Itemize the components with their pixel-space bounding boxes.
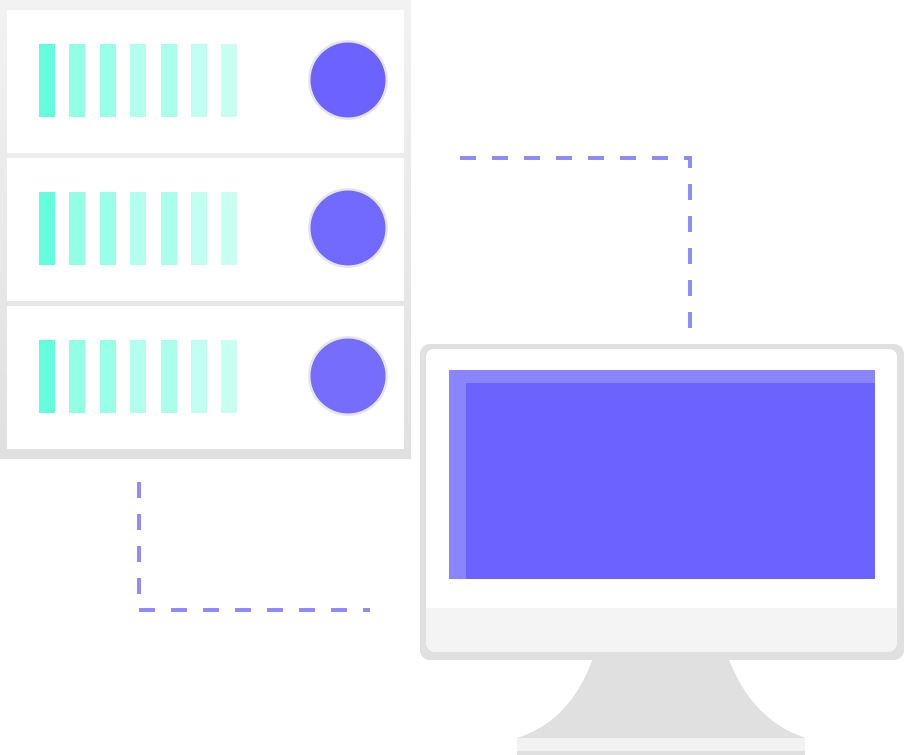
server-status-bar bbox=[221, 192, 237, 265]
server-rack-icon bbox=[0, 0, 411, 459]
server-indicator-light bbox=[310, 42, 386, 118]
server-status-bar bbox=[130, 44, 146, 117]
monitor-stand-neck bbox=[517, 652, 806, 738]
server-status-bar bbox=[39, 340, 55, 413]
server-status-bar bbox=[161, 340, 177, 413]
server-status-bar bbox=[69, 192, 85, 265]
desktop-monitor-icon bbox=[420, 344, 904, 755]
server-status-bar bbox=[39, 192, 55, 265]
server-status-bar bbox=[130, 340, 146, 413]
connector-dashed-line-bottom bbox=[137, 482, 370, 612]
server-status-bar bbox=[191, 44, 207, 117]
monitor-stand-base bbox=[517, 738, 805, 755]
server-status-bar bbox=[161, 192, 177, 265]
server-status-bar bbox=[221, 44, 237, 117]
server-status-bar bbox=[191, 192, 207, 265]
monitor-screen bbox=[466, 383, 875, 579]
server-status-bar bbox=[161, 44, 177, 117]
server-status-bar bbox=[191, 340, 207, 413]
server-status-bar bbox=[130, 192, 146, 265]
server-indicator-light bbox=[310, 338, 386, 414]
server-indicator-light bbox=[310, 190, 386, 266]
server-unit bbox=[7, 10, 404, 153]
server-status-bar bbox=[39, 44, 55, 117]
server-status-bar bbox=[221, 340, 237, 413]
monitor-stand-base-edge bbox=[517, 751, 805, 755]
server-status-bar bbox=[100, 340, 116, 413]
server-unit bbox=[7, 158, 404, 301]
connector-dashed-line-top bbox=[460, 156, 692, 335]
server-status-bar bbox=[100, 44, 116, 117]
server-unit bbox=[7, 306, 404, 449]
server-status-bar bbox=[100, 192, 116, 265]
server-status-bar bbox=[69, 340, 85, 413]
server-status-bar bbox=[69, 44, 85, 117]
